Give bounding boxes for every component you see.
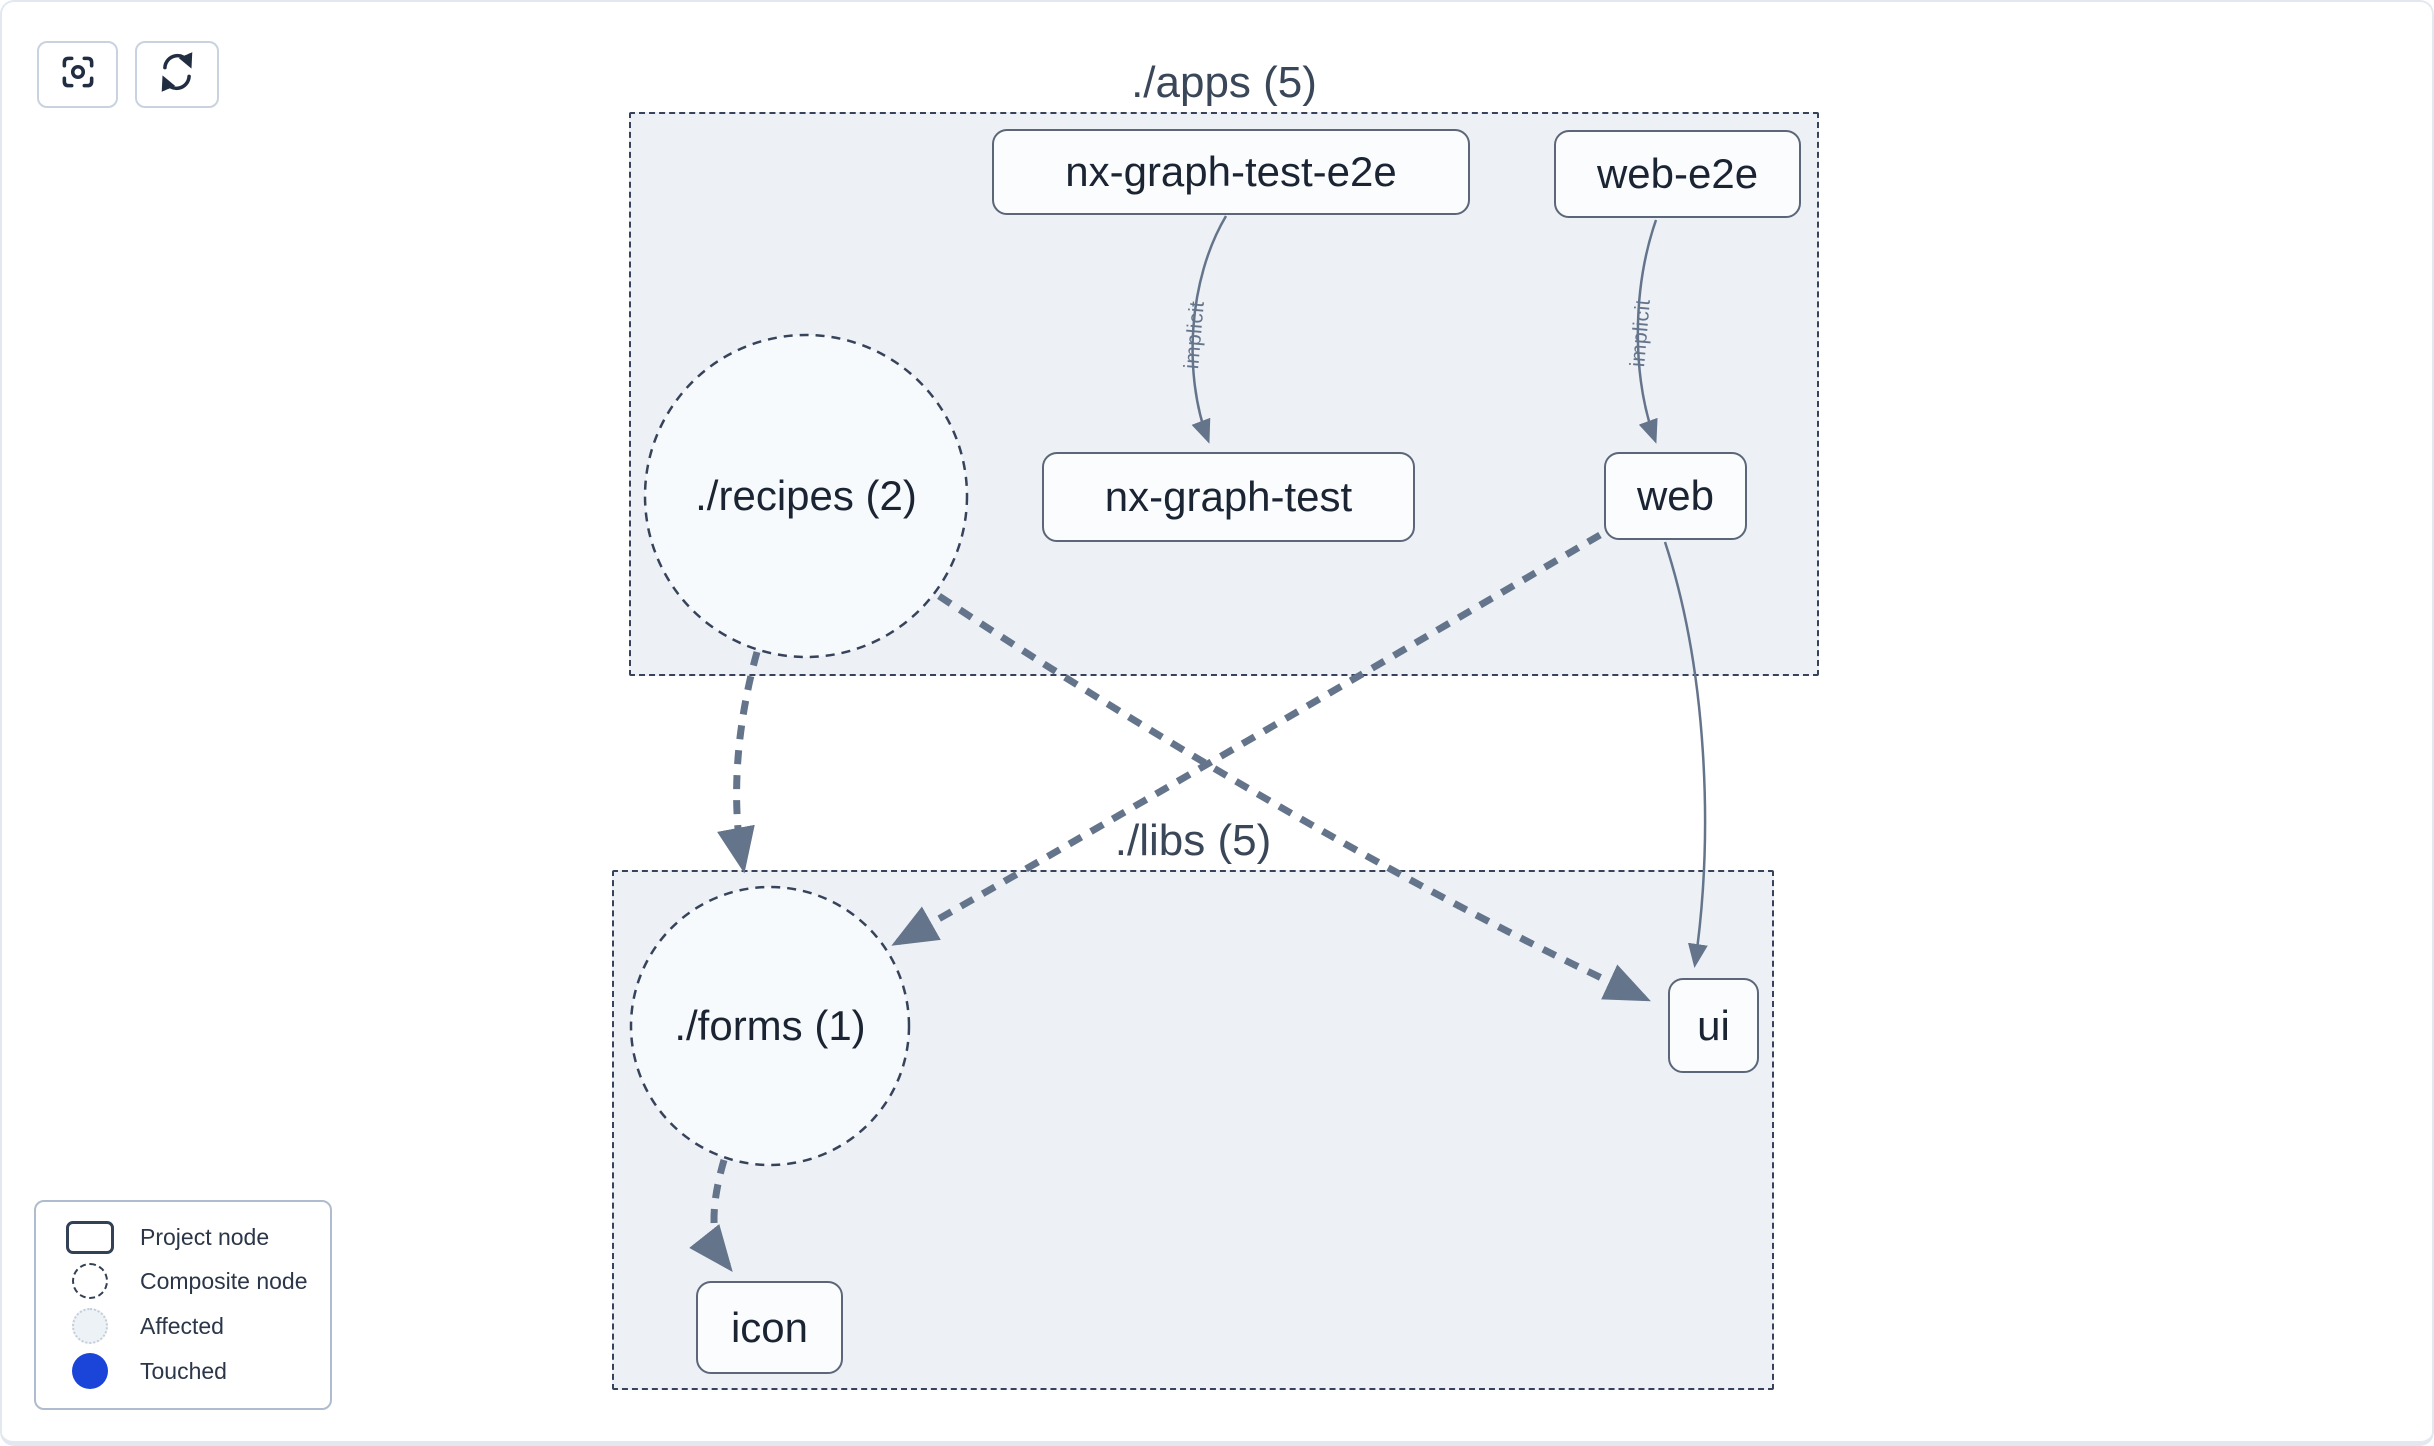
edge-recipes-to-forms	[717, 651, 761, 874]
edge-nx-graph-test-e2e-to-nx-graph-test	[1191, 215, 1228, 444]
legend-item-touched: Touched	[62, 1353, 330, 1389]
legend-label: Affected	[140, 1312, 224, 1339]
legend: Project node Composite node Affected Tou…	[34, 1200, 332, 1410]
edge-web-to-forms	[891, 531, 1602, 946]
legend-label: Touched	[140, 1357, 227, 1384]
composite-node-forms[interactable]	[629, 885, 911, 1167]
composite-node-recipes[interactable]	[643, 333, 969, 659]
focus-button[interactable]	[37, 41, 118, 108]
legend-item-affected: Affected	[62, 1308, 330, 1344]
node-label: web-e2e	[1596, 150, 1759, 197]
legend-item-project-node: Project node	[62, 1221, 330, 1254]
node-label: icon	[730, 1303, 809, 1351]
project-node-swatch	[66, 1221, 114, 1254]
edge-forms-to-icon	[689, 1159, 733, 1273]
legend-label: Composite node	[140, 1267, 308, 1294]
composite-label-forms[interactable]: ./forms (1)	[674, 1002, 866, 1049]
node-nx-graph-test-e2e[interactable]: nx-graph-test-e2e	[992, 129, 1470, 215]
edge-web-to-ui	[1663, 541, 1708, 968]
composite-node-swatch	[72, 1263, 108, 1299]
composite-label-recipes[interactable]: ./recipes (2)	[695, 472, 917, 519]
node-web[interactable]: web	[1604, 452, 1747, 540]
edge-web-e2e-to-web	[1636, 219, 1658, 444]
node-ui[interactable]: ui	[1668, 978, 1759, 1073]
affected-swatch	[72, 1308, 108, 1344]
node-label: nx-graph-test	[1104, 473, 1353, 520]
cluster-libs-title: ./libs (5)	[1114, 816, 1272, 865]
refresh-button[interactable]	[135, 41, 219, 108]
node-label: ui	[1697, 1001, 1730, 1049]
refresh-icon	[155, 50, 199, 99]
edge-recipes-to-ui	[937, 593, 1651, 1002]
node-nx-graph-test[interactable]: nx-graph-test	[1042, 452, 1415, 542]
node-label: nx-graph-test-e2e	[1065, 148, 1397, 195]
legend-label: Project node	[140, 1224, 270, 1250]
cluster-apps-title: ./apps (5)	[1131, 58, 1317, 107]
focus-icon	[57, 51, 99, 98]
node-web-e2e[interactable]: web-e2e	[1554, 130, 1801, 218]
touched-swatch	[72, 1353, 108, 1389]
node-icon[interactable]: icon	[696, 1281, 843, 1374]
node-label: web	[1636, 472, 1715, 519]
legend-item-composite-node: Composite node	[62, 1263, 330, 1299]
